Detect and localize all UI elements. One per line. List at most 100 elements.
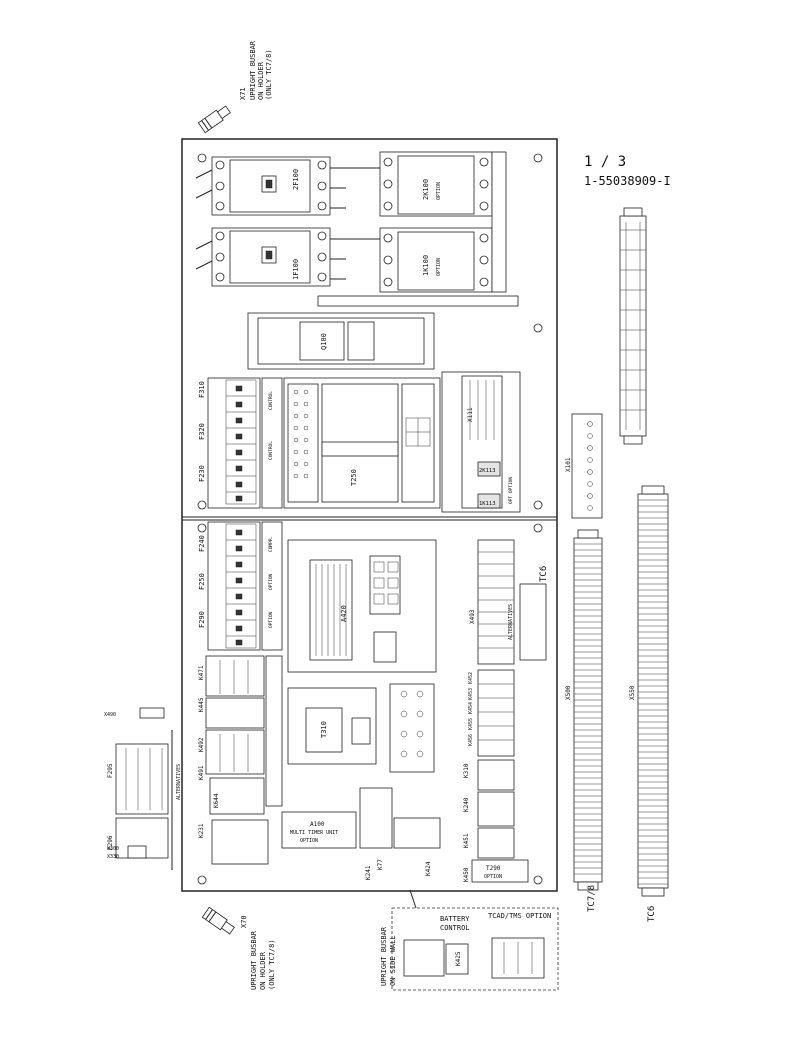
- terminal-x101: X101: [565, 413, 603, 519]
- svg-text:CONTROL: CONTROL: [440, 924, 470, 932]
- svg-text:X490: X490: [104, 712, 116, 718]
- transformer-t310: T310: [287, 687, 377, 765]
- terminal-strip-tc6: X550 TC6: [629, 485, 669, 922]
- transformer-t250-label: T250: [350, 469, 358, 486]
- tc6-inner-label: TC6: [539, 566, 549, 582]
- fuses-lower: F240 F250 F290: [198, 521, 261, 651]
- svg-text:ALTERNATIVES: ALTERNATIVES: [508, 604, 514, 640]
- svg-text:K445: K445: [198, 697, 205, 712]
- contactor-2k100-label: 2K100: [422, 179, 430, 200]
- svg-text:ON HOLDER: ON HOLDER: [257, 61, 265, 100]
- back-plate: [181, 138, 558, 892]
- svg-text:K241: K241: [365, 865, 372, 880]
- svg-text:K471: K471: [198, 665, 205, 680]
- svg-text:(ONLY TC7/8): (ONLY TC7/8): [268, 939, 276, 990]
- contactor-2k100: 2K100 OPTION: [379, 151, 493, 217]
- breaker-2f100: 2F100: [195, 156, 346, 216]
- controller-a420: A420: [287, 539, 437, 673]
- sheet-page-number: 1 / 3: [584, 154, 626, 170]
- svg-text:X300: X300: [107, 846, 119, 852]
- svg-text:OPTION: OPTION: [436, 182, 442, 200]
- transformer-t290: T290 OPTION: [471, 859, 529, 883]
- svg-text:K455: K455: [468, 718, 474, 730]
- upright-busbar-bottom: X70 UPRIGHT BUSBAR ON HOLDER (ONLY TC7/8…: [201, 906, 276, 990]
- svg-text:UPRIGHT BUSBAR: UPRIGHT BUSBAR: [380, 926, 388, 986]
- svg-text:CONTROL: CONTROL: [268, 391, 274, 410]
- svg-text:F230: F230: [198, 465, 206, 482]
- svg-text:F290: F290: [198, 611, 206, 628]
- busbar-bottom-ref: X70: [240, 915, 248, 928]
- svg-text:CONTROL: CONTROL: [268, 441, 274, 460]
- svg-text:ON HOLDER: ON HOLDER: [259, 951, 267, 990]
- switch-q100-label: Q100: [320, 333, 328, 350]
- svg-text:COMPR.: COMPR.: [268, 536, 274, 552]
- svg-text:OPT OPTION: OPT OPTION: [508, 477, 514, 504]
- switch-q100: Q100: [247, 312, 435, 370]
- contactor-1k100-label: 1K100: [422, 255, 430, 276]
- svg-text:K310: K310: [463, 763, 470, 778]
- svg-text:OPTION: OPTION: [436, 258, 442, 276]
- svg-text:A100: A100: [310, 821, 325, 828]
- svg-text:OPTION: OPTION: [268, 611, 274, 628]
- svg-text:K644: K644: [213, 793, 220, 808]
- svg-text:UPRIGHT BUSBAR: UPRIGHT BUSBAR: [249, 40, 257, 100]
- terminal-x111-region: X111 2K113 1K113 OPT OPTION: [441, 371, 521, 513]
- battery-control-area: BATTERY CONTROL TCAD/TMS OPTION K425 UPR…: [380, 889, 559, 991]
- svg-text:OPTION: OPTION: [300, 838, 318, 844]
- svg-text:X550: X550: [629, 685, 636, 700]
- svg-text:K456: K456: [468, 734, 474, 746]
- terminal-x493: X493 ALTERNATIVES TC6: [469, 539, 549, 665]
- svg-text:BATTERY: BATTERY: [440, 915, 470, 923]
- svg-text:X111: X111: [467, 407, 474, 422]
- svg-text:2K113: 2K113: [479, 468, 496, 474]
- svg-text:T290: T290: [486, 865, 501, 872]
- relay-column-left: K471 K445 K492 K491 K644 K231: [198, 655, 269, 865]
- svg-text:MULTI TIMER UNIT: MULTI TIMER UNIT: [290, 830, 338, 836]
- svg-text:OPTION: OPTION: [268, 573, 274, 590]
- svg-text:TCAD/TMS OPTION: TCAD/TMS OPTION: [488, 912, 551, 920]
- sheet-drawing-number: 1-55038909-I: [584, 174, 671, 188]
- svg-text:X493: X493: [469, 609, 476, 624]
- timer-a100: A100 MULTI TIMER UNIT OPTION: [281, 811, 357, 849]
- terminal-strip-tc78: X500 TC7/8: [565, 529, 603, 912]
- svg-text:K240: K240: [463, 797, 470, 812]
- svg-text:F296: F296: [107, 835, 114, 850]
- svg-text:K231: K231: [198, 823, 205, 838]
- svg-text:(ONLY TC7/8): (ONLY TC7/8): [265, 49, 273, 100]
- controller-a420-label: A420: [340, 605, 348, 622]
- svg-text:K454: K454: [468, 702, 474, 714]
- transformer-t250: T250: [283, 377, 441, 509]
- upright-busbar-top: X71 UPRIGHT BUSBAR ON HOLDER (ONLY TC7/8…: [197, 40, 273, 134]
- svg-text:K491: K491: [198, 765, 205, 780]
- terminal-x490: X490: [104, 707, 165, 719]
- svg-text:ON SIDE WALL: ON SIDE WALL: [389, 935, 397, 986]
- breaker-1f100-label: 1F100: [292, 259, 300, 280]
- svg-text:K77: K77: [377, 859, 384, 870]
- fuses-upper: F310 F320 F230: [198, 377, 261, 509]
- svg-text:UPRIGHT BUSBAR: UPRIGHT BUSBAR: [250, 930, 258, 990]
- svg-text:X500: X500: [565, 685, 572, 700]
- terminal-strip-upper-right: [619, 207, 647, 445]
- svg-text:OPTION: OPTION: [484, 874, 502, 880]
- tc6-label: TC6: [647, 906, 657, 922]
- svg-text:F240: F240: [198, 535, 206, 552]
- svg-text:K425: K425: [455, 951, 462, 966]
- breaker-2f100-label: 2F100: [292, 169, 300, 190]
- contactor-1k100: 1K100 OPTION: [379, 227, 493, 293]
- svg-text:F310: F310: [198, 381, 206, 398]
- transformer-t310-label: T310: [320, 721, 328, 738]
- busbar-top-ref: X71: [239, 87, 247, 100]
- svg-text:K424: K424: [425, 861, 432, 876]
- svg-text:X330: X330: [107, 854, 119, 860]
- svg-text:K453: K453: [468, 688, 474, 700]
- breaker-1f100: 1F100: [195, 227, 346, 287]
- svg-text:ALTERNATIVES: ALTERNATIVES: [176, 764, 182, 800]
- svg-text:K450: K450: [463, 867, 470, 882]
- svg-text:F320: F320: [198, 423, 206, 440]
- svg-text:X101: X101: [565, 457, 572, 472]
- alternatives-block: F295 F296 ALTERNATIVES X330 X300: [107, 730, 182, 870]
- svg-text:K451: K451: [463, 833, 470, 848]
- svg-text:F295: F295: [107, 763, 114, 778]
- svg-text:K492: K492: [198, 737, 205, 752]
